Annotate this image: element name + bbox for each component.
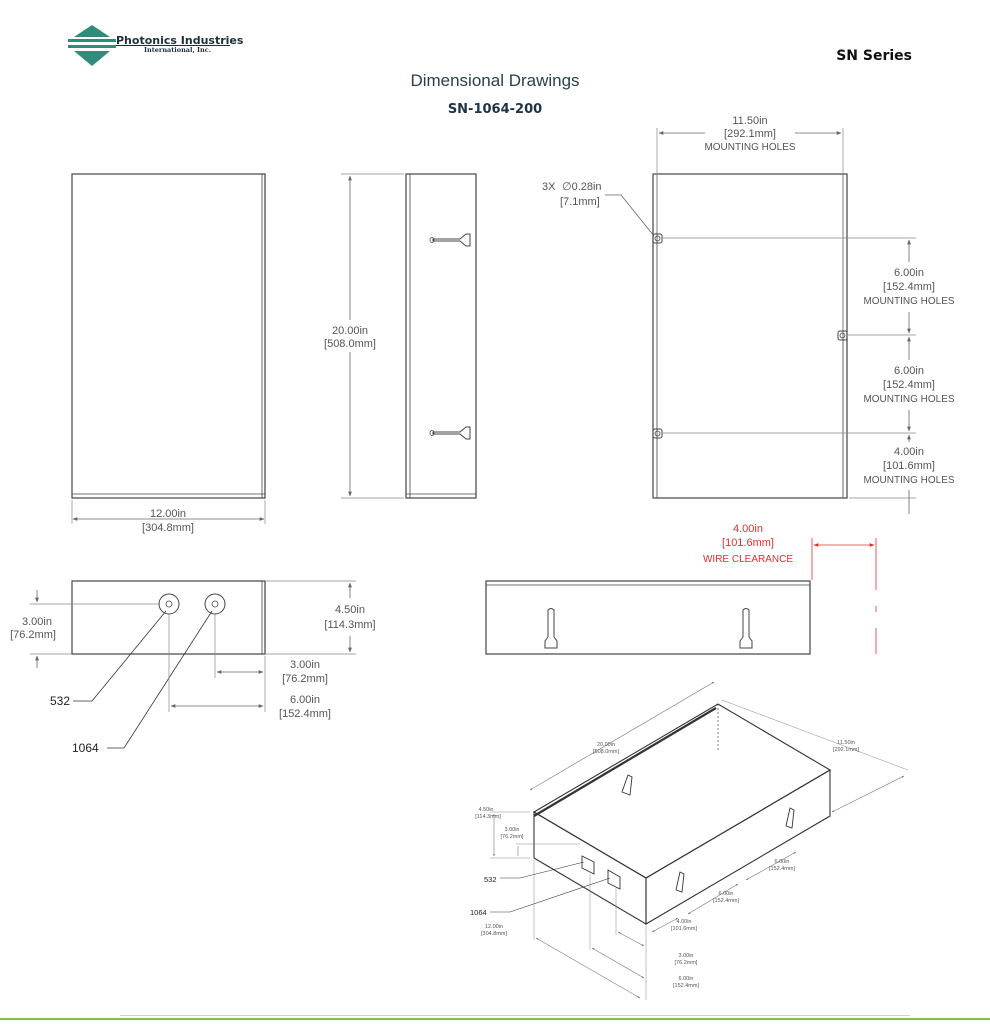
iso-port1-mm: [76.2mm] [675,960,698,966]
vspacing-3-in: 4.00in [894,446,924,458]
hole-spacing-mm: [292.1mm] [724,128,776,140]
logo-top-triangle [74,25,110,37]
page-title: Dimensional Drawings [410,71,580,90]
vspacing-1-label: MOUNTING HOLES [863,296,954,307]
iso-side-face [645,769,831,925]
iso-stud [785,807,795,829]
vspacing-2-in: 6.00in [894,365,924,377]
port-connector-532 [158,593,180,615]
company-name: Photonics Industries [116,34,244,47]
top-height-mm: [114.3mm] [324,619,375,631]
iso-depth-mm: [292.1mm] [833,747,859,753]
bottom-stud [544,608,558,649]
footer-accent-bar [0,1018,990,1020]
top-panel-outline [71,580,266,655]
iso-hole3-in: 4.00in [677,919,692,925]
hole-diameter-in: ∅0.28in [562,181,602,193]
iso-hole2-in: 6.00in [719,891,734,897]
hole-spacing-in: 11.50in [732,115,767,127]
iso-width-in: 12.00in [485,924,503,930]
top-height-in: 4.50in [335,604,365,616]
company-logo [68,25,116,66]
mounting-hole [652,233,663,244]
front-view [71,173,266,524]
iso-stud [621,774,633,796]
model-number: SN-1064-200 [447,102,543,117]
back-panel-outline [652,173,848,499]
port1-distance-mm: [76.2mm] [282,673,328,685]
port-connector-1064 [204,593,226,615]
vspacing-3-label: MOUNTING HOLES [863,475,954,486]
front-width-mm: [304.8mm] [142,522,194,534]
logo-stripe [68,45,116,48]
iso-port2-mm: [152.4mm] [673,983,699,989]
iso-hole1-mm: [152.4mm] [769,866,795,872]
iso-stud [675,871,685,893]
port1-distance-in: 3.00in [290,659,320,671]
port-label-1064: 1064 [72,741,99,755]
clearance-mm: [101.6mm] [722,537,774,549]
iso-port-label-532: 532 [484,875,497,884]
iso-port-1064 [607,869,621,890]
bottom-stud [739,608,753,649]
isometric-view [490,681,909,1000]
iso-hole2-mm: [152.4mm] [713,898,739,904]
front-width-in: 12.00in [150,508,186,520]
iso-height-in: 4.50in [479,807,494,813]
footer-rule [120,1015,910,1016]
vspacing-3-mm: [101.6mm] [883,460,935,472]
port2-distance-in: 6.00in [290,694,320,706]
top-view [30,580,356,749]
side-view [341,173,477,499]
hole-diameter-mm: [7.1mm] [560,196,600,208]
iso-port-height-in: 3.00in [505,827,520,833]
logo-underline [116,45,230,46]
iso-width-mm: [304.8mm] [481,931,507,937]
iso-port2-in: 6.00in [679,976,694,982]
iso-port-532 [581,855,595,875]
wire-clearance-view [485,538,877,655]
hole-count: 3X [542,181,556,193]
side-stud-lower [429,426,471,440]
side-height-mm: [508.0mm] [324,338,376,350]
clearance-in: 4.00in [733,523,763,535]
iso-length-in: 20.00in [597,742,615,748]
iso-length-mm: [508.0mm] [593,749,619,755]
iso-depth-in: 11.50in [837,740,855,746]
logo-stripe [68,39,116,42]
bottom-panel-outline [485,580,811,655]
iso-port-label-1064: 1064 [470,908,487,917]
side-panel-outline [405,173,477,499]
iso-port-height-mm: [76.2mm] [501,834,524,840]
port-offset-mm: [76.2mm] [10,629,56,641]
mounting-hole [837,330,848,341]
hole-spacing-label: MOUNTING HOLES [704,142,795,153]
vspacing-1-mm: [152.4mm] [883,281,935,293]
side-height-in: 20.00in [332,325,368,337]
series-label: SN Series [836,48,912,64]
side-stud-upper [429,233,471,247]
vspacing-1-in: 6.00in [894,267,924,279]
iso-hole1-in: 6.00in [775,859,790,865]
logo-bottom-triangle [74,51,110,66]
iso-hole3-mm: [101.6mm] [671,926,697,932]
clearance-label: WIRE CLEARANCE [703,554,793,565]
vspacing-2-mm: [152.4mm] [883,379,935,391]
company-subtitle: International, Inc. [144,46,211,54]
port-label-532: 532 [50,694,70,708]
iso-port1-in: 3.00in [679,953,694,959]
port-offset-in: 3.00in [22,616,52,628]
iso-height-mm: [114.3mm] [475,814,501,820]
mounting-hole [652,428,663,439]
port2-distance-mm: [152.4mm] [279,708,331,720]
iso-top-face [532,703,832,879]
mounting-view [605,128,916,514]
front-panel-outline [71,173,266,499]
vspacing-2-label: MOUNTING HOLES [863,394,954,405]
